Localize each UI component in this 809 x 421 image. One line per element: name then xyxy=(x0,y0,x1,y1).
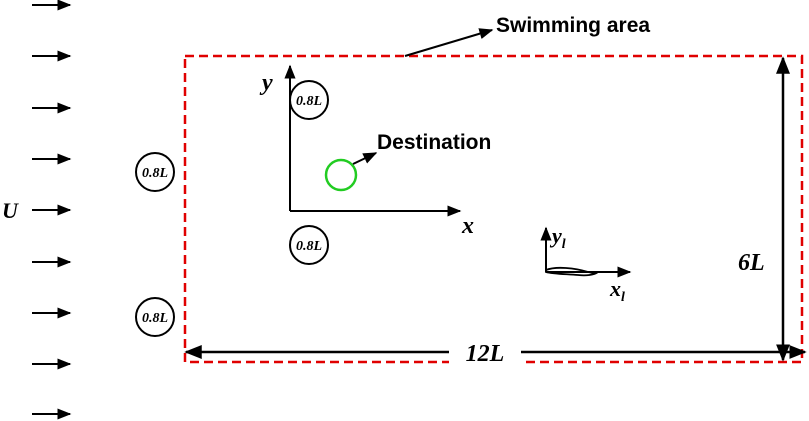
global-x-label: x xyxy=(461,213,474,239)
swimming-area-boundary-bottom-fix xyxy=(185,56,802,362)
obstacle-label: 0.8L xyxy=(296,239,322,254)
local-y-label: yl xyxy=(549,223,566,252)
local-x-label: xl xyxy=(609,276,625,305)
flow-velocity-label: U xyxy=(2,198,19,223)
swimming-area-label: Swimming area xyxy=(496,14,650,37)
obstacle: 0.8L xyxy=(135,152,175,192)
obstacle: 0.8L xyxy=(135,297,175,337)
width-label-backdrop xyxy=(449,338,521,366)
destination-leader xyxy=(352,152,378,165)
swimming-area-leader xyxy=(404,28,494,57)
height-dimension-label: 6L xyxy=(738,250,765,276)
width-dimension-label: 12L xyxy=(466,341,505,367)
obstacle-circle xyxy=(135,152,175,192)
obstacle-label: 0.8L xyxy=(142,166,168,181)
local-x-sub: l xyxy=(621,290,625,305)
global-y-label: y xyxy=(259,70,273,96)
local-y-sub: l xyxy=(562,237,566,252)
obstacle-circle xyxy=(289,225,329,265)
obstacle-label: 0.8L xyxy=(142,311,168,326)
obstacle-circle xyxy=(135,297,175,337)
destination-marker xyxy=(324,158,358,192)
obstacle: 0.8L xyxy=(289,80,329,120)
obstacle-circle xyxy=(289,80,329,120)
inflow-arrows xyxy=(32,0,72,420)
obstacle: 0.8L xyxy=(289,225,329,265)
obstacle-label: 0.8L xyxy=(296,94,322,109)
local-y-base: y xyxy=(549,223,562,248)
swimming-area-boundary xyxy=(183,54,804,364)
destination-label: Destination xyxy=(377,131,491,154)
local-x-base: x xyxy=(609,276,621,301)
